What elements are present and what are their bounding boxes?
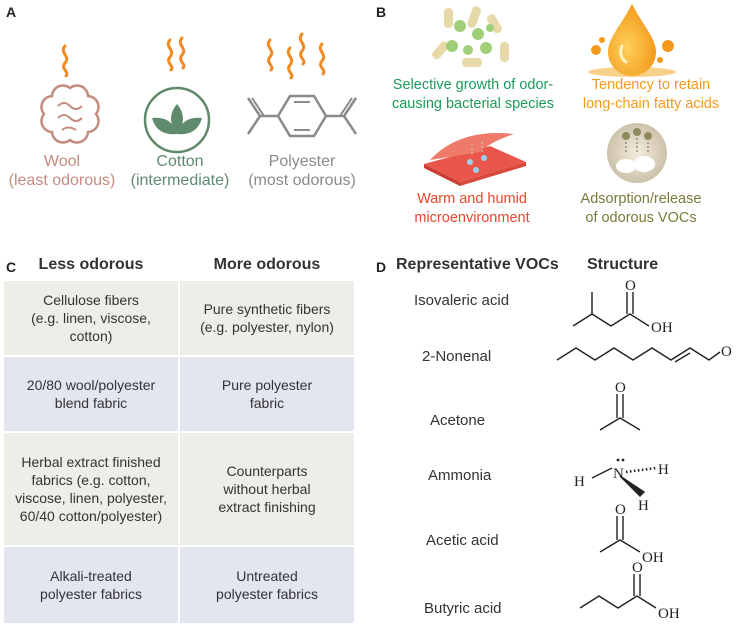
atom-label: OH [642, 550, 664, 566]
voc-fabric-icon [607, 123, 667, 183]
fatty-acids-caption-line2: long-chain fatty acids [582, 96, 720, 112]
atom-label: O [615, 380, 626, 396]
vocs-header: Representative VOCs [396, 256, 559, 273]
structure-header: Structure [587, 256, 659, 273]
atom-label: O [721, 344, 732, 360]
oil-drop-icon [588, 4, 676, 77]
bacteria-caption: Selective growth of odor- causing bacter… [382, 76, 564, 114]
microenv-caption: Warm and humid microenvironment [384, 190, 560, 228]
cotton-note: (intermediate) [130, 172, 230, 189]
microenv-caption-line2: microenvironment [414, 210, 530, 226]
bacteria-caption-line1: Selective growth of odor- [392, 77, 554, 93]
table-row-1-less: Cellulose fibers(e.g. linen, viscose,cot… [4, 281, 178, 355]
atom-label: H [574, 474, 585, 490]
atom-label: OH [651, 320, 673, 336]
atom-label: N [613, 466, 624, 482]
polyester-name: Polyester [268, 153, 336, 170]
adsorption-caption-line1: Adsorption/release [580, 191, 702, 207]
atom-label: O [625, 278, 636, 294]
odor-flame [61, 44, 69, 78]
bacteria-caption-line2: causing bacterial species [391, 96, 554, 112]
atom-label: H [638, 498, 649, 514]
cotton-name: Cotton [156, 153, 204, 170]
ammonia-structure [591, 466, 657, 497]
voc-isovaleric-acid: Isovaleric acid [414, 292, 510, 309]
polyester-icon [246, 32, 358, 138]
wool-note: (least odorous) [8, 172, 116, 189]
nonenal-structure [556, 347, 721, 363]
table-row-1-more: Pure synthetic fibers(e.g. polyester, ny… [180, 281, 354, 355]
warm-fabric-icon [424, 133, 526, 186]
adsorption-caption-line2: of odorous VOCs [585, 210, 697, 226]
atom-label: OH [658, 606, 680, 622]
polyester-note: (most odorous) [248, 172, 356, 189]
acetone-structure [599, 394, 641, 431]
panel-d-letter: D [376, 259, 387, 275]
wool-icon [40, 44, 100, 144]
cotton-icon [143, 36, 211, 154]
voc-ammonia: Ammonia [428, 467, 492, 484]
fatty-acids-caption-line1: Tendency to retain [591, 77, 711, 93]
bacteria-icon [432, 6, 509, 67]
butyric-acid-structure [579, 574, 657, 609]
voc-acetic-acid: Acetic acid [426, 532, 499, 549]
panel-b-letter: B [376, 4, 387, 20]
more-odorous-header: More odorous [213, 256, 321, 273]
voc-structures: O OH O O N H H H O OH O OH [556, 278, 732, 622]
voc-2-nonenal: 2-Nonenal [422, 348, 492, 365]
panel-c-letter: C [6, 259, 17, 275]
polyester-label: Polyester (most odorous) [240, 152, 364, 190]
voc-acetone: Acetone [430, 412, 486, 429]
fatty-acids-caption: Tendency to retain long-chain fatty acid… [566, 76, 736, 114]
wool-name: Wool [43, 153, 81, 170]
wool-label: Wool (least odorous) [0, 152, 124, 190]
cotton-label: Cotton (intermediate) [118, 152, 242, 190]
microenv-caption-line1: Warm and humid [417, 191, 527, 207]
atom-label: O [615, 502, 626, 518]
atom-label: H [658, 462, 669, 478]
adsorption-caption: Adsorption/release of odorous VOCs [566, 190, 716, 228]
atom-label: O [632, 560, 643, 576]
voc-butyric-acid: Butyric acid [424, 600, 502, 617]
panel-a-letter: A [6, 4, 17, 20]
acetic-acid-structure [599, 516, 641, 553]
isovaleric-acid-structure [572, 292, 650, 327]
less-odorous-header: Less odorous [38, 256, 144, 273]
